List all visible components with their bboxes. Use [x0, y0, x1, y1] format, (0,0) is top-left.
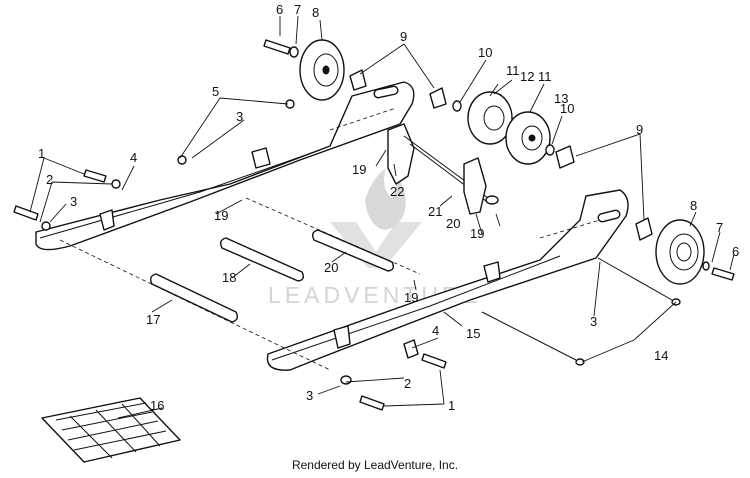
cross-tubes: [59, 197, 421, 371]
callout-19-a: 19: [352, 162, 366, 177]
callout-6-top: 6: [276, 2, 283, 17]
callout-22: 22: [390, 184, 404, 199]
callout-9-top: 9: [400, 29, 407, 44]
callout-19-d: 19: [404, 290, 418, 305]
bolts: [13, 39, 447, 411]
callout-3-bottom: 3: [306, 388, 313, 403]
callout-1-left: 1: [38, 146, 45, 161]
callout-6-right: 6: [732, 244, 739, 259]
callout-3-top: 3: [236, 109, 243, 124]
callout-1-right: 1: [448, 398, 455, 413]
callout-16: 16: [150, 398, 164, 413]
callout-12: 12: [520, 69, 534, 84]
callout-7-right: 7: [716, 220, 723, 235]
callout-18: 18: [222, 270, 236, 285]
callout-20-a: 20: [446, 216, 460, 231]
rear-rail: [35, 81, 415, 251]
idler-wheels-pair: [429, 87, 575, 169]
callout-labels: 6 7 8 9 10 11 12 11 13 10 5 3 1 4 2 3 19…: [38, 2, 739, 413]
callout-10-mid: 10: [560, 101, 574, 116]
idler-wheel-top: [299, 39, 367, 101]
callout-15: 15: [466, 326, 480, 341]
callout-10-top: 10: [478, 45, 492, 60]
skid-plate-part: [41, 397, 181, 463]
callout-11-a: 11: [506, 63, 520, 78]
callout-5: 5: [212, 84, 219, 99]
leader-lines: [29, 15, 735, 419]
idler-wheel-right: [635, 217, 735, 285]
callout-9-right: 9: [636, 122, 643, 137]
callout-19-c: 19: [214, 208, 228, 223]
callout-13: 13: [554, 91, 568, 106]
callout-14: 14: [654, 348, 668, 363]
callout-3-right: 3: [590, 314, 597, 329]
callout-4-right: 4: [432, 323, 439, 338]
callout-20-b: 20: [324, 260, 338, 275]
callout-8-right: 8: [690, 198, 697, 213]
callout-2-left: 2: [46, 172, 53, 187]
front-rail: [266, 189, 629, 371]
callout-21: 21: [428, 204, 442, 219]
footer-credit: Rendered by LeadVenture, Inc.: [291, 458, 459, 472]
callout-17: 17: [146, 312, 160, 327]
callout-19-b: 19: [470, 226, 484, 241]
callout-7-top: 7: [294, 2, 301, 17]
callout-3-left: 3: [70, 194, 77, 209]
callout-2-right: 2: [404, 376, 411, 391]
watermark-logo: LEADVENTURE: [268, 168, 478, 308]
callout-4-left: 4: [130, 150, 137, 165]
callout-8-top: 8: [312, 5, 319, 20]
callout-11-b: 11: [538, 69, 552, 84]
